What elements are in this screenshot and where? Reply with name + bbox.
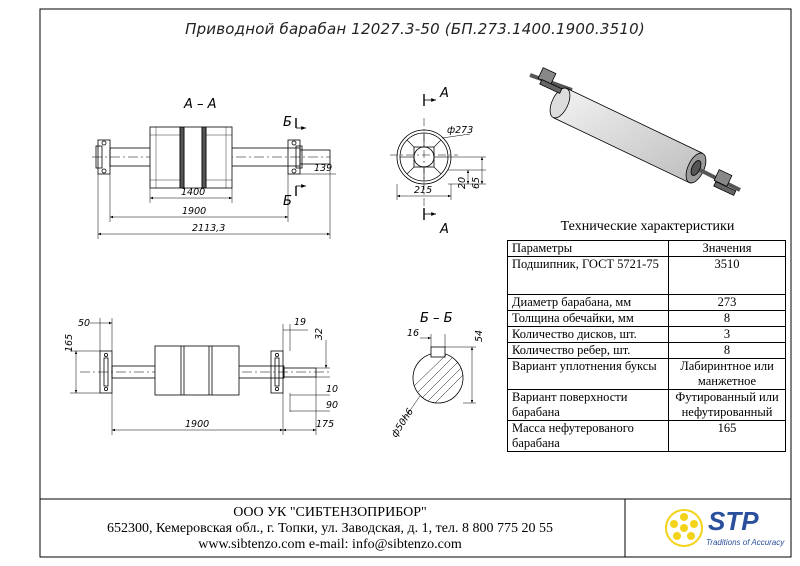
dim-50h6: ф50h6: [389, 407, 416, 440]
dim-54: 54: [474, 330, 485, 342]
spec-param: Количество ребер, шт.: [507, 342, 669, 359]
specs-header-row: Параметры Значения: [507, 240, 786, 257]
stp-emblem-icon: [665, 509, 703, 547]
dim-175: 175: [316, 419, 334, 430]
dim-50: 50: [78, 318, 90, 329]
table-row: Подшипник, ГОСТ 5721-75 3510: [507, 256, 786, 295]
spec-value: 8: [668, 310, 786, 327]
dim-1400: 1400: [181, 187, 205, 198]
label-cut-a-bottom: А: [439, 222, 449, 237]
table-row: Количество ребер, шт. 8: [507, 342, 786, 359]
section-aa-view: [92, 118, 336, 239]
spec-param: Количество дисков, шт.: [507, 326, 669, 343]
spec-param: Диаметр барабана, мм: [507, 294, 669, 311]
dim-19: 19: [294, 317, 306, 328]
label-section-aa: А – А: [183, 97, 217, 112]
table-row: Толщина обечайки, мм 8: [507, 310, 786, 327]
drum-cross-section: [390, 94, 486, 220]
dim-2113: 2113,3: [192, 223, 225, 234]
spec-value: Футированный или нефутированный: [668, 389, 786, 421]
label-cut-b-bottom: Б: [283, 194, 292, 209]
spec-param: Вариант поверхности барабана: [507, 389, 669, 421]
spec-param: Подшипник, ГОСТ 5721-75: [507, 256, 669, 295]
dim-139: 139: [314, 163, 332, 174]
dim-215: 215: [414, 185, 432, 196]
footer-contacts: ООО УК "СИБТЕНЗОПРИБОР" 652300, Кемеровс…: [40, 505, 620, 553]
table-row: Количество дисков, шт. 3: [507, 326, 786, 343]
label-cut-b-top: Б: [283, 115, 292, 130]
plan-view: [70, 318, 330, 435]
specs-caption: Технические характеристики: [560, 219, 735, 234]
table-row: Вариант поверхности барабана Футированны…: [507, 389, 786, 421]
dim-273: ф273: [447, 125, 473, 136]
table-row: Диаметр барабана, мм 273: [507, 294, 786, 311]
company-address: 652300, Кемеровская обл., г. Топки, ул. …: [106, 521, 554, 536]
dim-90: 90: [326, 400, 338, 411]
dim-165: 165: [64, 334, 75, 352]
label-section-bb: Б – Б: [420, 311, 453, 326]
table-row: Вариант уплотнения буксы Лабиринтное или…: [507, 358, 786, 390]
spec-value: 3510: [668, 256, 786, 295]
dim-10: 10: [326, 384, 338, 395]
sheet-frame: [39, 8, 792, 558]
spec-value: 8: [668, 342, 786, 359]
dim-1900-bottom: 1900: [185, 419, 209, 430]
spec-param: Вариант уплотнения буксы: [507, 358, 669, 390]
spec-value: 165: [668, 420, 786, 452]
spec-param: Толщина обечайки, мм: [507, 310, 669, 327]
drawing-title: Приводной барабан 12027.3-50 (БП.273.140…: [185, 20, 645, 38]
specs-table: Параметры Значения Подшипник, ГОСТ 5721-…: [507, 240, 786, 452]
logo-tagline: Traditions of Accuracy: [706, 538, 785, 547]
specs-header-param: Параметры: [507, 240, 669, 257]
specs-header-value: Значения: [668, 240, 786, 257]
drum-isometric-view: [529, 67, 741, 196]
dim-1900-top: 1900: [182, 206, 206, 217]
dim-16: 16: [407, 328, 419, 339]
dim-20: 20: [457, 177, 468, 189]
company-web: www.sibtenzo.com e-mail: info@sibtenzo.c…: [198, 537, 462, 552]
dim-65: 65: [471, 177, 482, 189]
label-cut-a-top: А: [439, 86, 449, 101]
logo-name: STP: [708, 506, 759, 536]
table-row: Масса нефутерованого барабана 165: [507, 420, 786, 452]
spec-value: Лабиринтное или манжетное: [668, 358, 786, 390]
spec-value: 273: [668, 294, 786, 311]
spec-value: 3: [668, 326, 786, 343]
spec-param: Масса нефутерованого барабана: [507, 420, 669, 452]
dim-32: 32: [314, 328, 325, 340]
section-bb-view: [401, 334, 476, 423]
stp-logo: STP Traditions of Accuracy: [660, 504, 790, 554]
company-name: ООО УК "СИБТЕНЗОПРИБОР": [233, 505, 427, 520]
